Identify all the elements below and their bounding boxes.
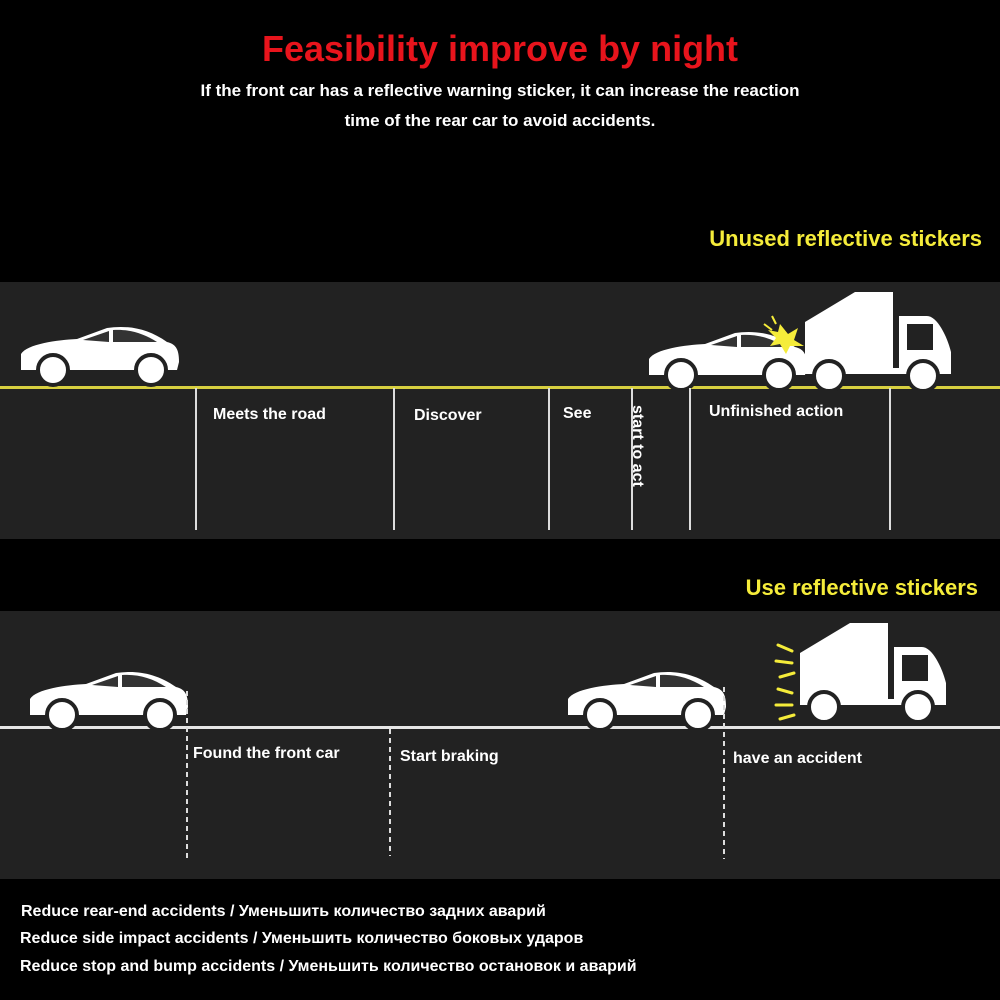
car-icon [649, 331, 807, 392]
impact-spark-icon [763, 315, 804, 354]
benefit-item: Reduce side impact accidents / Уменьшить… [20, 930, 584, 947]
stage-label: Found the front car [193, 745, 340, 762]
truck-icon [805, 292, 951, 393]
stage-label: Unfinished action [709, 403, 844, 420]
unused-section-label: Unused reflective stickers [709, 226, 982, 251]
car-icon [21, 326, 179, 387]
benefit-item: Reduce stop and bump accidents / Уменьши… [20, 958, 637, 975]
stage-label: Meets the road [213, 406, 326, 423]
used-stickers-panel: Found the front car Start braking have a… [0, 611, 1000, 879]
benefit-item: Reduce rear-end accidents / Уменьшить ко… [21, 903, 546, 920]
used-scene [0, 623, 1000, 861]
unused-scene [0, 292, 1000, 530]
stage-label: have an accident [733, 750, 862, 767]
truck-icon [800, 623, 946, 724]
road-line [0, 726, 1000, 729]
car-icon [568, 671, 726, 732]
unused-stickers-panel: Meets the road Discover See start to act… [0, 282, 1000, 539]
stage-label: Start braking [400, 748, 499, 765]
subtitle-line-2: time of the rear car to avoid accidents. [344, 111, 656, 130]
used-section-label: Use reflective stickers [745, 575, 978, 600]
road-line [0, 386, 1000, 389]
stage-label: Discover [414, 407, 482, 424]
stage-label-vertical: start to act [629, 405, 646, 487]
stage-label: See [563, 405, 592, 422]
page-title: Feasibility improve by night [261, 28, 739, 69]
stage-dividers [195, 388, 891, 530]
subtitle-line-1: If the front car has a reflective warnin… [200, 81, 800, 100]
reflective-glow-icon [774, 643, 796, 721]
stage-dividers [186, 687, 725, 861]
car-icon [30, 671, 188, 732]
